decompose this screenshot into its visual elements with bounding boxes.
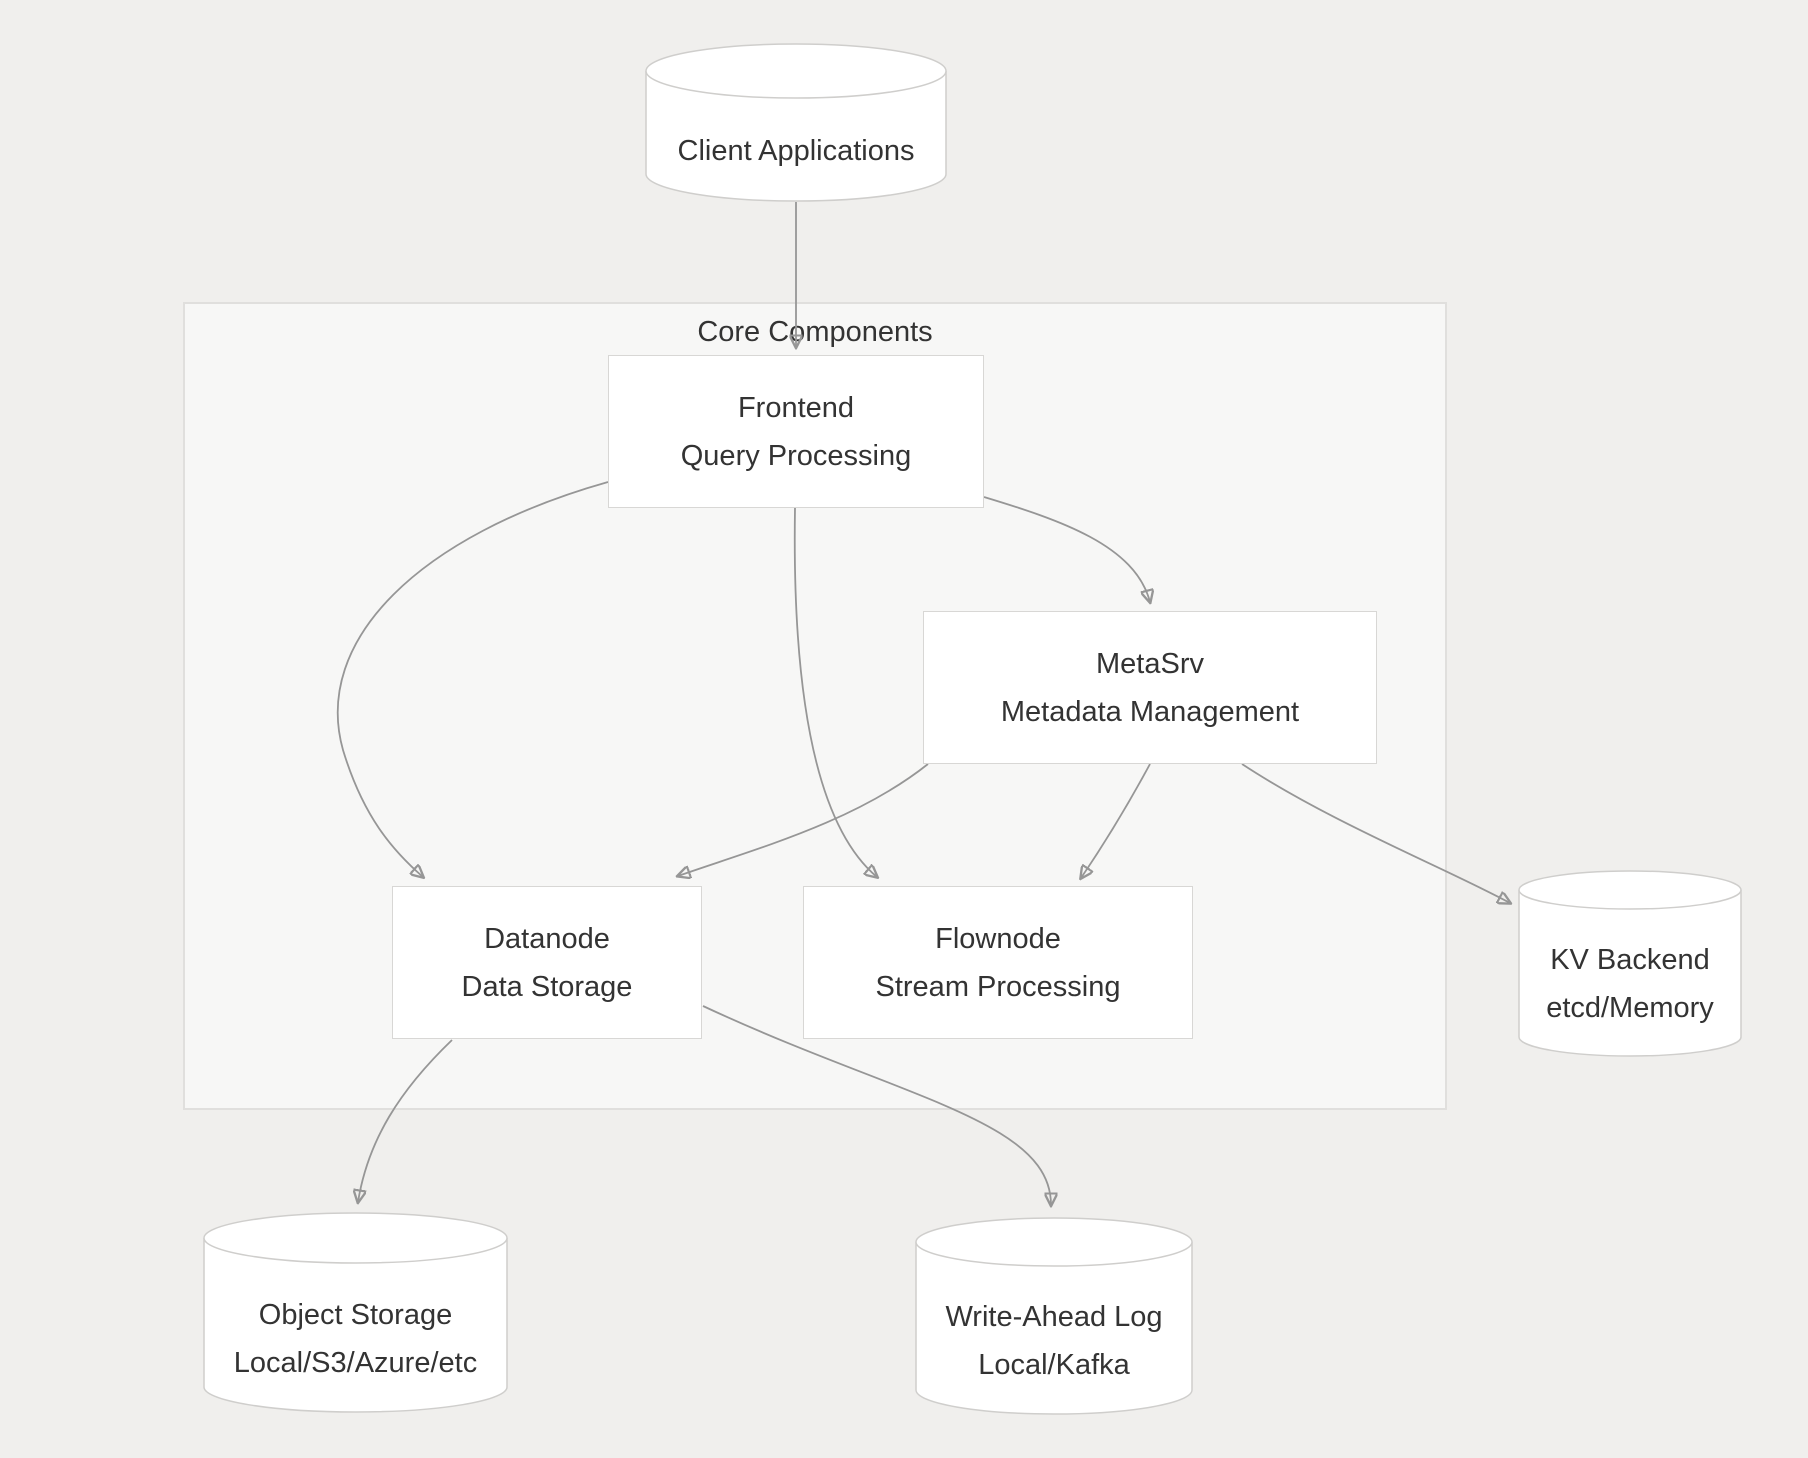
edge-metasrv-flownode: [1081, 763, 1151, 878]
node-title: Flownode: [935, 922, 1061, 955]
node-subtitle: Metadata Management: [1000, 695, 1300, 728]
node-label: Client Applications: [677, 134, 915, 167]
node-title: Datanode: [484, 922, 610, 955]
node-title: Write-Ahead Log: [945, 1301, 1163, 1333]
node-object-storage: Object Storage Local/S3/Azure/etc: [203, 1212, 508, 1413]
edge-metasrv-kvbackend: [1241, 763, 1510, 903]
node-title: Object Storage: [258, 1298, 453, 1331]
node-subtitle: Local/S3/Azure/etc: [233, 1346, 478, 1379]
node-subtitle: Query Processing: [680, 439, 912, 472]
edge-datanode-writeaheadlog: [702, 1005, 1051, 1205]
node-kv-backend: KV Backend etcd/Memory: [1518, 870, 1742, 1057]
edge-frontend-datanode: [337, 481, 609, 877]
edge-datanode-objectstorage: [358, 1039, 453, 1202]
node-frontend: Frontend Query Processing: [608, 355, 984, 508]
edge-frontend-flownode: [793, 507, 877, 877]
node-client-applications: Client Applications: [645, 43, 947, 202]
node-subtitle: Local/Kafka: [978, 1349, 1130, 1381]
database-cylinder-icon: [1518, 870, 1742, 1057]
node-title: MetaSrv: [1096, 647, 1204, 680]
database-cylinder-icon: [915, 1217, 1193, 1415]
database-cylinder-icon: [203, 1212, 508, 1413]
database-cylinder-icon: [645, 43, 947, 202]
node-title: Frontend: [737, 391, 855, 424]
node-title: KV Backend: [1550, 943, 1710, 976]
node-subtitle: etcd/Memory: [1546, 991, 1714, 1024]
edge-frontend-metasrv: [983, 496, 1150, 602]
node-subtitle: Data Storage: [461, 970, 633, 1003]
node-datanode: Datanode Data Storage: [392, 886, 702, 1039]
node-flownode: Flownode Stream Processing: [803, 886, 1193, 1039]
node-subtitle: Stream Processing: [875, 970, 1121, 1003]
cluster-title: Core Components: [697, 316, 933, 348]
edge-metasrv-datanode: [678, 763, 929, 876]
node-write-ahead-log: Write-Ahead Log Local/Kafka: [915, 1217, 1193, 1415]
node-metasrv: MetaSrv Metadata Management: [923, 611, 1377, 764]
